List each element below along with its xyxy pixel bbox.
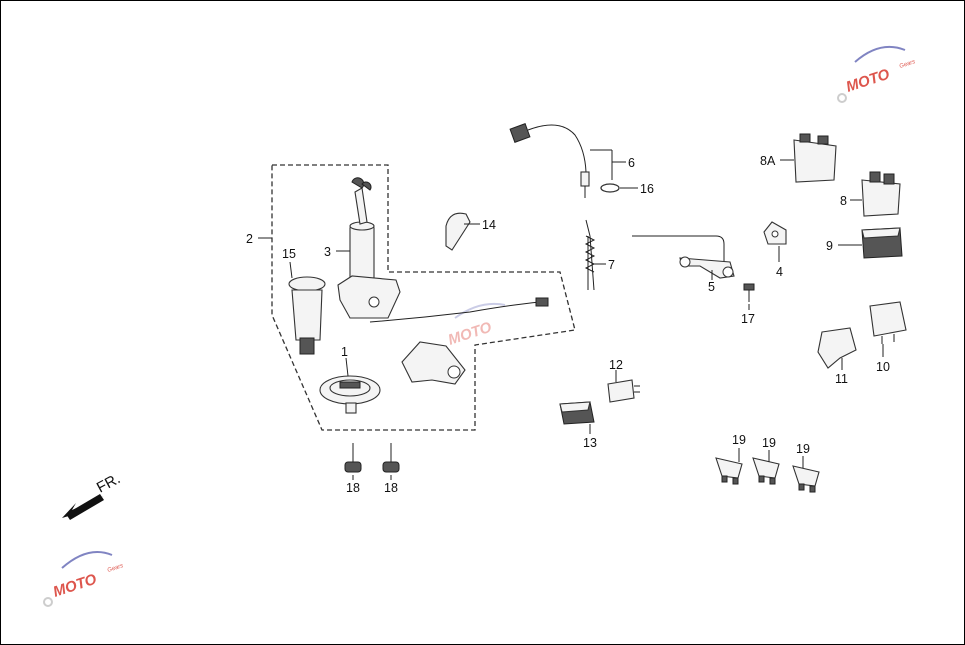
- return-spring: [584, 219, 596, 291]
- fuse-2: [752, 457, 780, 485]
- callout-16: 16: [640, 182, 654, 196]
- ignition-kit-boundary: [271, 164, 576, 431]
- sidestand-switch-bracket: [632, 235, 735, 279]
- screw-right: [382, 443, 400, 473]
- fuel-tank-cap: [319, 375, 381, 414]
- small-relay-12: [607, 379, 640, 403]
- callout-11: 11: [835, 372, 848, 386]
- front-direction-label: FR.: [94, 470, 123, 496]
- callout-8a: 8A: [760, 154, 776, 168]
- callout-19-c: 19: [796, 442, 810, 456]
- watermark-subtext-bottom: Gears: [107, 563, 124, 574]
- spring-clip: [600, 183, 620, 193]
- seat-lock-latch: [401, 341, 466, 385]
- watermark-text: MOTO: [844, 66, 892, 96]
- callout-6: 6: [628, 156, 635, 170]
- ignition-switch: [337, 177, 549, 323]
- callout-2: 2: [246, 232, 253, 246]
- stop-switch-lead: [509, 123, 590, 198]
- callout-15: 15: [282, 247, 296, 261]
- watermark-text-bottom: MOTO: [51, 571, 99, 601]
- callout-4: 4: [776, 265, 783, 279]
- seat-lock-cylinder: [288, 276, 326, 355]
- callout-18-right: 18: [384, 481, 398, 495]
- callout-3: 3: [324, 245, 331, 259]
- callout-10: 10: [876, 360, 890, 374]
- callout-9: 9: [826, 239, 833, 253]
- starter-relay-8a: [793, 133, 837, 183]
- callout-7: 7: [608, 258, 615, 272]
- flasher-relay: [869, 301, 907, 344]
- watermark-logo-bottom: MOTO Gears: [43, 551, 124, 607]
- callout-12: 12: [609, 358, 623, 372]
- callout-5: 5: [708, 280, 715, 294]
- relay-rubber-cover: [861, 227, 903, 259]
- callout-17: 17: [741, 312, 755, 326]
- callout-13: 13: [583, 436, 597, 450]
- rubber-mount: [763, 221, 787, 245]
- bolt: [743, 283, 755, 302]
- fuse-1: [715, 457, 743, 485]
- starter-relay-8: [861, 171, 901, 217]
- callout-18-left: 18: [346, 481, 360, 495]
- callout-8: 8: [840, 194, 847, 208]
- callout-14: 14: [482, 218, 496, 232]
- front-direction-arrow-icon: [62, 494, 104, 520]
- connector-13: [559, 401, 595, 425]
- callout-19-b: 19: [762, 436, 776, 450]
- watermark-subtext: Gears: [899, 59, 916, 70]
- watermark-logo-top: MOTO Gears: [837, 46, 916, 103]
- watermark-text-center: MOTO: [446, 319, 494, 349]
- callout-19-a: 19: [732, 433, 746, 447]
- key-blank: [445, 212, 471, 251]
- relay-bracket: [817, 327, 857, 369]
- fuse-3: [792, 465, 820, 493]
- callout-1: 1: [341, 345, 348, 359]
- screw-left: [344, 443, 362, 473]
